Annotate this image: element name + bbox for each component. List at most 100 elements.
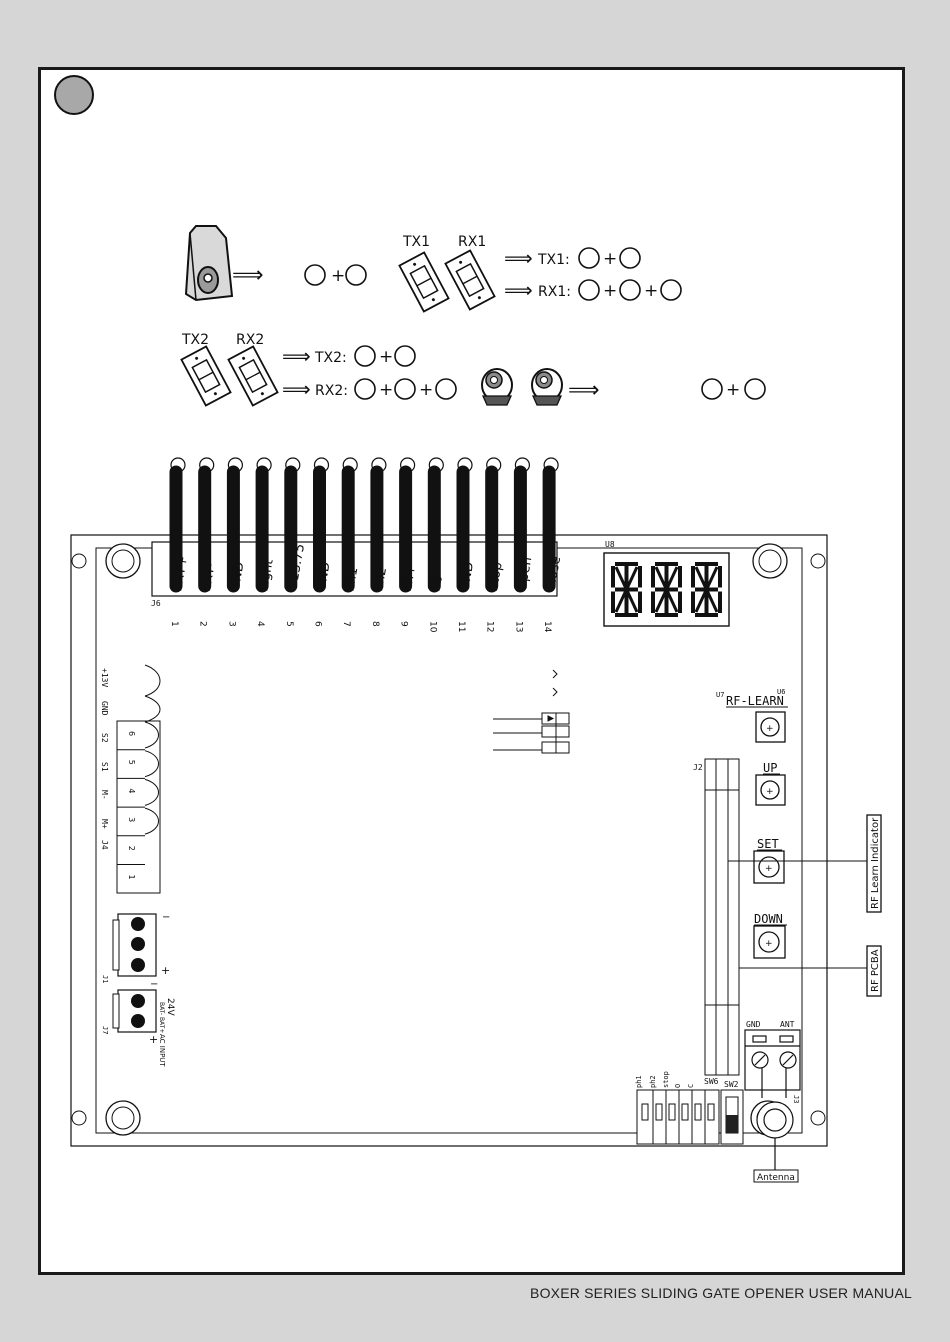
photocell-rx2-icon xyxy=(227,345,279,407)
dip-switch-label: ph2 xyxy=(649,1075,657,1088)
terminal-label: Ph1 xyxy=(342,566,361,593)
terminal-wires: EXT+1EXT-2GND3Light4+13.755GND6Ph17Ph28P… xyxy=(169,457,564,633)
down-label: DOWN xyxy=(754,912,783,926)
j3-label: J3 xyxy=(792,1095,800,1103)
battery-terminal-labels: BAT- BAT+ xyxy=(158,1002,165,1033)
svg-text:+: + xyxy=(379,347,393,367)
sw6-label: SW6 xyxy=(704,1077,719,1086)
svg-text:+: + xyxy=(331,266,345,286)
motor-connector-label: S1 xyxy=(100,762,109,772)
motor-connector-label: GND xyxy=(100,701,109,716)
button-combo-tx2: + xyxy=(354,345,416,367)
gnd-label: GND xyxy=(746,1020,761,1029)
motor-connector-label: S2 xyxy=(100,733,109,743)
terminal-number: 4 xyxy=(255,621,265,627)
terminal-label: Stop xyxy=(486,561,506,593)
down-button[interactable]: + xyxy=(753,925,786,959)
svg-text:+: + xyxy=(419,380,433,400)
svg-text:+: + xyxy=(766,787,774,797)
display-digit xyxy=(611,562,642,617)
tx2-label: TX2 xyxy=(181,332,209,348)
arrow-rx1: ⟹ xyxy=(504,278,533,302)
terminal-number: 10 xyxy=(427,621,437,633)
footer-text: BOXER SERIES SLIDING GATE OPENER USER MA… xyxy=(530,1285,912,1301)
svg-text:+: + xyxy=(603,281,617,301)
button-combo-rx1: + + xyxy=(578,279,682,301)
terminal-number: 7 xyxy=(341,621,351,627)
antenna-label-box: Antenna xyxy=(753,1169,799,1183)
terminal-label: Open xyxy=(515,556,536,593)
terminal-number: 3 xyxy=(226,621,236,627)
svg-text:+: + xyxy=(765,864,773,874)
terminal-number: 1 xyxy=(169,621,179,627)
terminal-number: 14 xyxy=(542,621,552,633)
callout-rf-learn-indicator: RF Learn Indicator xyxy=(866,814,882,913)
display-digit xyxy=(651,562,682,617)
terminal-number: 8 xyxy=(370,621,380,627)
rx1-label: RX1 xyxy=(458,234,486,250)
terminal-number: 5 xyxy=(284,621,294,627)
svg-text:Antenna: Antenna xyxy=(757,1173,795,1183)
terminal-label: Ph2 xyxy=(371,566,390,593)
button-combo-rx2: + + xyxy=(354,378,457,400)
svg-text:+: + xyxy=(603,249,617,269)
tx1-sequence-label: TX1: xyxy=(537,252,570,268)
svg-text:+: + xyxy=(765,939,773,949)
terminal-label: Close xyxy=(543,555,564,592)
arrow-tx2: ⟹ xyxy=(282,344,311,368)
rf-learn-label: RF-LEARN xyxy=(726,694,784,708)
terminal-label: Pb xyxy=(428,574,446,592)
terminal-label: Ph+ xyxy=(400,564,419,593)
power-connector-j1 xyxy=(112,913,157,977)
motor-connector-label: M- xyxy=(100,790,109,800)
j1-plus: + xyxy=(161,964,170,977)
dip-switch-label: stop xyxy=(662,1071,670,1088)
set-button[interactable]: + xyxy=(753,850,785,884)
terminal-label: EXT+ xyxy=(170,555,191,593)
slide-switch-sw2[interactable] xyxy=(720,1089,744,1145)
photocell-tx2-icon xyxy=(180,345,232,407)
motor-pin-number: 2 xyxy=(127,846,136,851)
control-board-outline xyxy=(70,534,828,1147)
j1-label: J1 xyxy=(101,975,109,983)
up-label: UP xyxy=(763,761,777,775)
terminal-number: 12 xyxy=(485,621,495,632)
up-button[interactable]: + xyxy=(755,774,786,806)
u8-label: U8 xyxy=(605,540,615,549)
rf-learn-button[interactable]: + xyxy=(755,711,786,743)
rx2-label: RX2 xyxy=(236,332,264,348)
j2-header xyxy=(704,758,740,1076)
arrow-remote: ⟹ xyxy=(232,263,264,288)
arrow-tx1: ⟹ xyxy=(504,246,533,270)
svg-text:+: + xyxy=(644,281,658,301)
motor-pin-number: 4 xyxy=(127,788,136,793)
j1-minus: − xyxy=(162,912,170,923)
motor-pin-number: 1 xyxy=(127,875,136,880)
antenna-terminal-j3 xyxy=(744,1029,801,1091)
terminal-number: 2 xyxy=(198,621,208,627)
ant-label: ANT xyxy=(780,1020,795,1029)
terminal-label: EXT- xyxy=(199,562,219,593)
battery-connector-j7 xyxy=(112,989,157,1033)
terminal-label: GND xyxy=(228,561,248,593)
dip-switch-label: O xyxy=(674,1084,682,1088)
flashing-lamp-icon xyxy=(481,368,513,406)
flashing-lamp-icon-2 xyxy=(531,368,563,406)
dip-switch-label: ph1 xyxy=(635,1075,643,1088)
terminal-number: 11 xyxy=(456,621,466,632)
j7-label: J7 xyxy=(101,1026,109,1034)
callout-rf-pcba: RF PCBA xyxy=(866,945,882,997)
svg-text:+: + xyxy=(726,380,740,400)
ac-voltage-label: 24V xyxy=(165,998,175,1016)
svg-text:+: + xyxy=(379,380,393,400)
rx1-sequence-label: RX1: xyxy=(538,284,571,300)
small-components xyxy=(493,669,570,754)
button-combo-lamp: + xyxy=(701,378,766,400)
j7-plus: + xyxy=(149,1033,158,1046)
photocell-rx1-icon xyxy=(444,249,496,311)
terminal-label: GND xyxy=(314,561,334,593)
button-combo-remote: + xyxy=(304,264,367,286)
dip-switch-sw6[interactable] xyxy=(636,1089,720,1145)
